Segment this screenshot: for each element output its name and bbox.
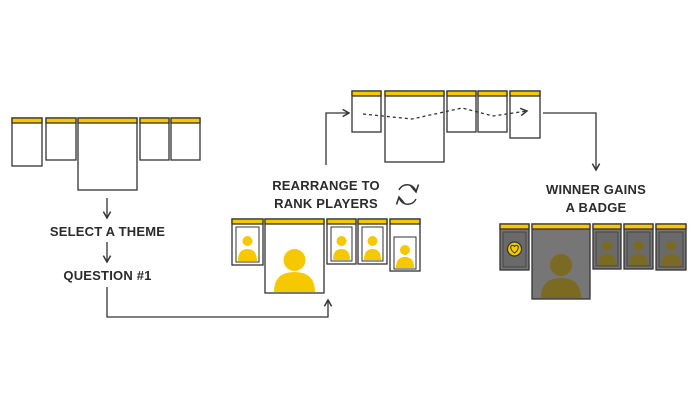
heart-badge-icon — [506, 241, 523, 257]
player-avatar-icon — [598, 241, 616, 265]
swap-arrows-icon — [395, 184, 420, 205]
rank-card — [446, 90, 477, 133]
winner-card — [592, 223, 622, 270]
question-label: QUESTION #1 — [30, 267, 185, 285]
rearrange-label: REARRANGE TO RANK PLAYERS — [256, 177, 396, 213]
winner-card — [655, 223, 687, 271]
player-avatar-icon — [274, 249, 315, 292]
theme-card-selected — [77, 117, 138, 191]
player-avatar-icon — [541, 254, 581, 298]
player-avatar-icon — [333, 236, 350, 260]
player-card — [357, 218, 388, 265]
theme-card — [11, 117, 43, 167]
player-avatar-icon — [629, 241, 648, 265]
player-avatar-icon — [238, 236, 257, 261]
swap-path — [362, 107, 529, 120]
connector-to-ranking — [106, 287, 333, 318]
theme-card — [170, 117, 201, 161]
question-text: QUESTION #1 — [63, 268, 152, 283]
select-theme-label: SELECT A THEME — [30, 223, 185, 241]
theme-card — [139, 117, 170, 161]
winner-line-2: A BADGE — [565, 200, 627, 215]
rearrange-cards — [351, 90, 541, 163]
theme-cards — [11, 117, 201, 191]
winner-card — [499, 223, 530, 271]
rearrange-line-1: REARRANGE TO — [272, 178, 380, 193]
player-avatar-icon — [396, 245, 414, 268]
player-card — [231, 218, 264, 266]
winner-cards — [499, 223, 687, 300]
player-card — [389, 218, 421, 272]
theme-card — [45, 117, 77, 161]
winner-card-featured — [531, 223, 591, 300]
player-avatar-icon — [364, 236, 381, 260]
rank-card — [351, 90, 382, 133]
player-avatar-icon — [661, 241, 681, 266]
rank-card — [509, 90, 541, 139]
connector-to-rearrange — [325, 108, 351, 165]
rank-card — [477, 90, 508, 133]
player-card-featured — [264, 218, 325, 294]
winner-label: WINNER GAINS A BADGE — [526, 181, 666, 217]
winner-card — [623, 223, 654, 270]
select-theme-text: SELECT A THEME — [49, 224, 166, 239]
connector-to-winner — [543, 112, 601, 172]
winner-line-1: WINNER GAINS — [546, 182, 646, 197]
rearrange-line-2: RANK PLAYERS — [274, 196, 378, 211]
player-card — [326, 218, 357, 265]
rank-card-selected — [384, 90, 445, 163]
ranking-cards — [231, 218, 421, 294]
